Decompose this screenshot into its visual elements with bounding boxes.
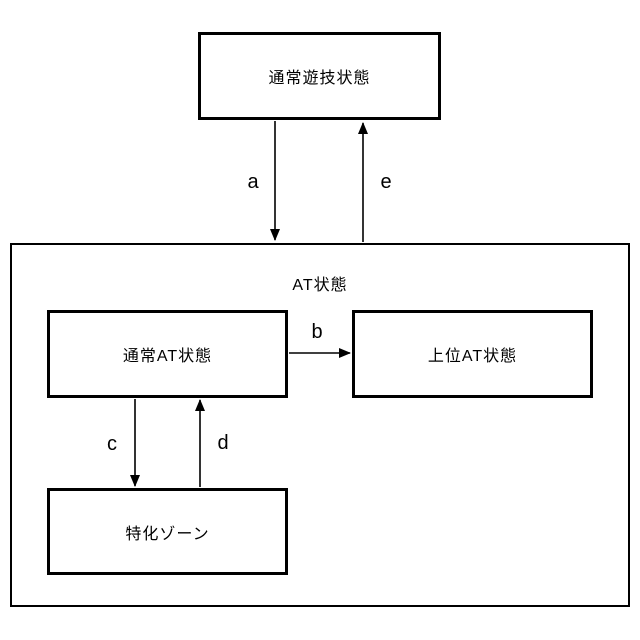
transition-label-e: e	[380, 171, 392, 193]
node-upper-at-state-label: 上位AT状態	[427, 348, 518, 365]
node-at-state-label: AT状態	[292, 277, 348, 294]
node-at-state-container	[10, 243, 630, 607]
node-normal-play-state-label: 通常遊技状態	[268, 70, 371, 87]
transition-label-a: a	[247, 171, 259, 193]
node-normal-at-state-label: 通常AT状態	[122, 348, 213, 365]
node-normal-play-state: 通常遊技状態	[198, 32, 441, 120]
transition-label-b: b	[311, 321, 323, 343]
node-upper-at-state: 上位AT状態	[352, 310, 593, 398]
transition-label-d: d	[217, 432, 229, 454]
node-special-zone-label: 特化ゾーン	[125, 525, 210, 543]
node-special-zone: 特化ゾーン	[47, 488, 288, 575]
transition-label-c: c	[107, 433, 117, 455]
node-normal-at-state: 通常AT状態	[47, 310, 288, 398]
